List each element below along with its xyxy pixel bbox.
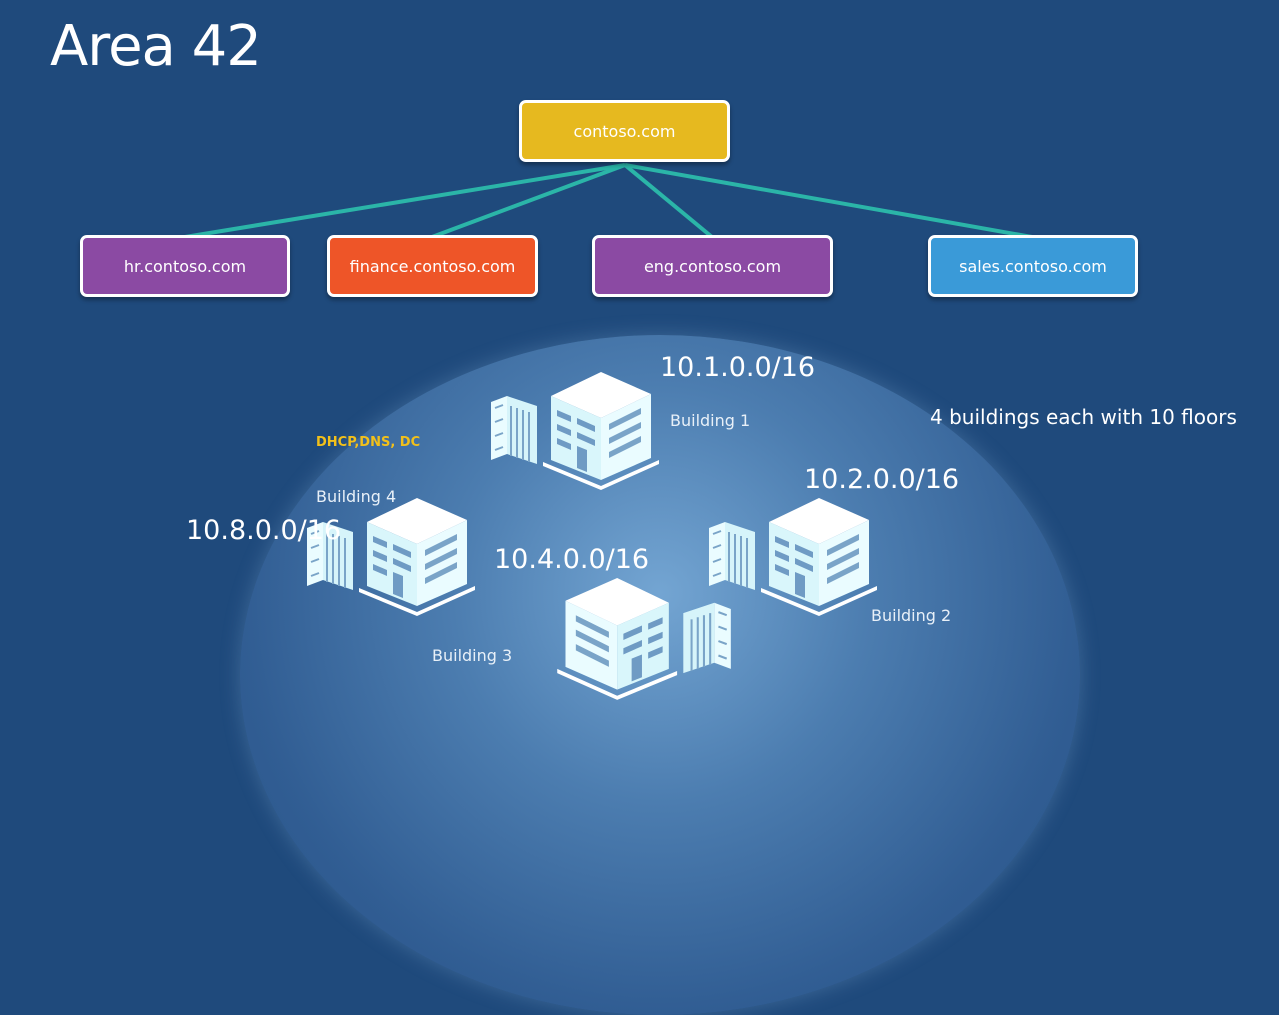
- hr-domain-label: hr.contoso.com: [123, 256, 247, 276]
- connector-finance: [431, 163, 626, 239]
- connector-eng: [623, 163, 714, 239]
- building-1-subnet: 10.1.0.0/16: [660, 352, 816, 383]
- building-1-icon: [490, 371, 660, 491]
- services-label: DHCP,DNS, DC: [316, 435, 421, 450]
- root-domain-label: contoso.com: [573, 121, 676, 141]
- hr-domain-node: hr.contoso.com: [80, 235, 290, 297]
- finance-domain-node: finance.contoso.com: [327, 235, 538, 297]
- domain-connectors: [184, 163, 1033, 239]
- building-2-label: Building 2: [871, 606, 952, 625]
- page-title: Area 42: [50, 14, 262, 79]
- sales-domain-label: sales.contoso.com: [959, 256, 1107, 276]
- eng-domain-label: eng.contoso.com: [643, 256, 782, 276]
- building-4-label: Building 4: [316, 487, 397, 506]
- sales-domain-node: sales.contoso.com: [928, 235, 1138, 297]
- finance-domain-label: finance.contoso.com: [349, 256, 516, 276]
- building-3-label: Building 3: [432, 646, 513, 665]
- eng-domain-node: eng.contoso.com: [592, 235, 833, 297]
- root-domain-node: contoso.com: [519, 100, 730, 162]
- building-1-label: Building 1: [670, 411, 751, 430]
- building-3-subnet: 10.4.0.0/16: [494, 544, 650, 575]
- connector-hr: [184, 163, 626, 239]
- building-2-subnet: 10.2.0.0/16: [804, 464, 960, 495]
- building-4-subnet: 10.8.0.0/16: [186, 515, 342, 546]
- building-3-icon: [556, 576, 732, 701]
- buildings-note: 4 buildings each with 10 floors: [930, 405, 1237, 429]
- connector-sales: [624, 163, 1033, 239]
